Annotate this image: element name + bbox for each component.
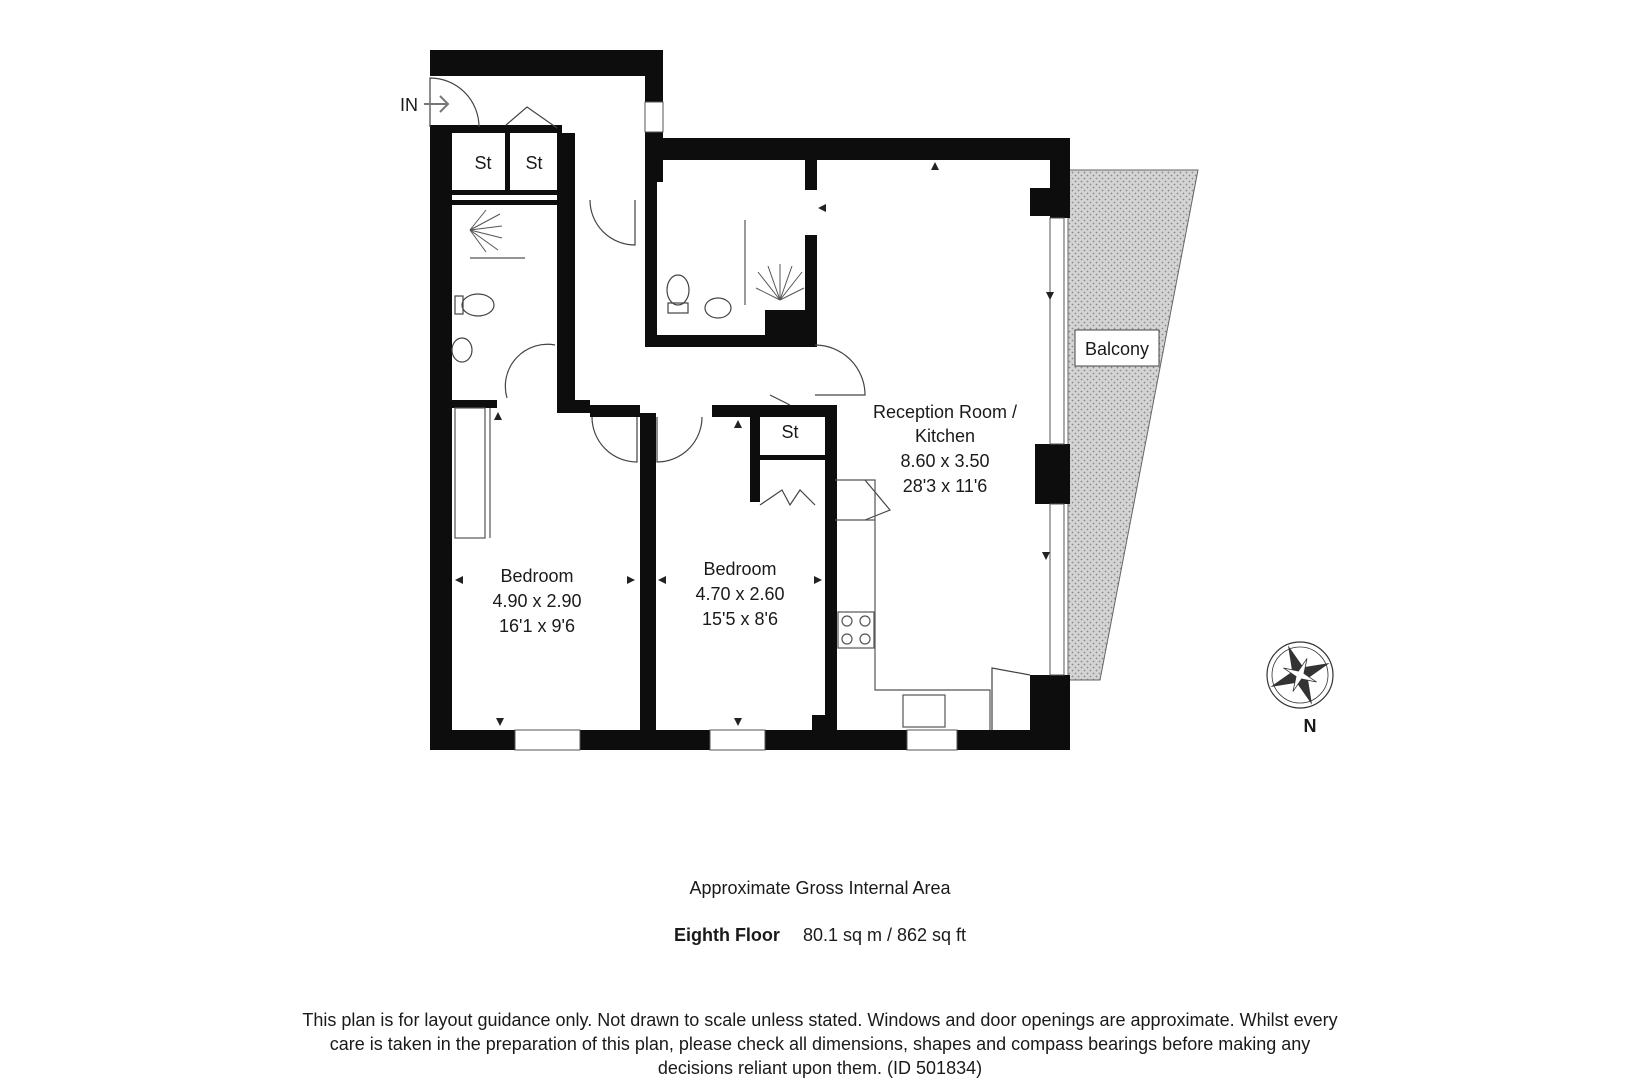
dimension-arrows <box>455 162 1054 726</box>
shower-icon <box>755 264 805 301</box>
room-name: Bedroom <box>500 566 573 586</box>
fittings <box>454 220 991 730</box>
area-summary: Eighth Floor 80.1 sq m / 862 sq ft <box>0 925 1640 946</box>
sanitaryware <box>451 209 805 363</box>
storage-label: St <box>525 153 542 173</box>
room-dimensions-imperial: 28'3 x 11'6 <box>903 476 988 496</box>
hob <box>837 611 875 649</box>
entrance-label: IN <box>400 95 418 115</box>
floor-area: 80.1 sq m / 862 sq ft <box>802 925 967 945</box>
door-swings <box>429 77 1031 730</box>
room-dimensions-metric: 4.90 x 2.90 <box>492 591 581 611</box>
floor-name: Eighth Floor <box>673 925 780 945</box>
basin-icon <box>451 337 473 363</box>
basin-icon <box>704 297 732 319</box>
compass-north-label: N <box>1304 716 1317 736</box>
entrance: IN <box>400 95 450 115</box>
compass-rose-icon <box>1266 641 1334 709</box>
disclaimer: This plan is for layout guidance only. N… <box>302 1010 1338 1078</box>
balcony-label: Balcony <box>1085 339 1149 359</box>
shower-icon <box>469 209 503 253</box>
room-dimensions-imperial: 16'1 x 9'6 <box>499 616 575 636</box>
floor-plan: Balcony <box>400 50 1334 751</box>
room-label-bedroom-2: Bedroom 4.70 x 2.60 15'5 x 8'6 <box>695 559 784 629</box>
room-name: Bedroom <box>703 559 776 579</box>
room-name: Kitchen <box>915 426 975 446</box>
room-label-reception: Reception Room / Kitchen 8.60 x 3.50 28'… <box>873 402 1017 496</box>
room-label-bedroom-1: Bedroom 4.90 x 2.90 16'1 x 9'6 <box>492 566 581 636</box>
walls <box>430 50 1070 750</box>
balcony-label-box <box>1074 329 1160 367</box>
storage-label: St <box>781 422 798 442</box>
windows <box>514 101 1065 751</box>
room-name: Reception Room / <box>873 402 1017 422</box>
room-dimensions-imperial: 15'5 x 8'6 <box>702 609 778 629</box>
kitchen-sink <box>902 694 946 728</box>
balcony: Balcony <box>1067 169 1199 681</box>
toilet-icon <box>461 293 495 317</box>
toilet-icon <box>666 274 690 306</box>
area-title: Approximate Gross Internal Area <box>689 878 951 898</box>
storage-label: St <box>474 153 491 173</box>
entrance-arrow-icon <box>424 95 450 113</box>
room-dimensions-metric: 8.60 x 3.50 <box>900 451 989 471</box>
room-dimensions-metric: 4.70 x 2.60 <box>695 584 784 604</box>
